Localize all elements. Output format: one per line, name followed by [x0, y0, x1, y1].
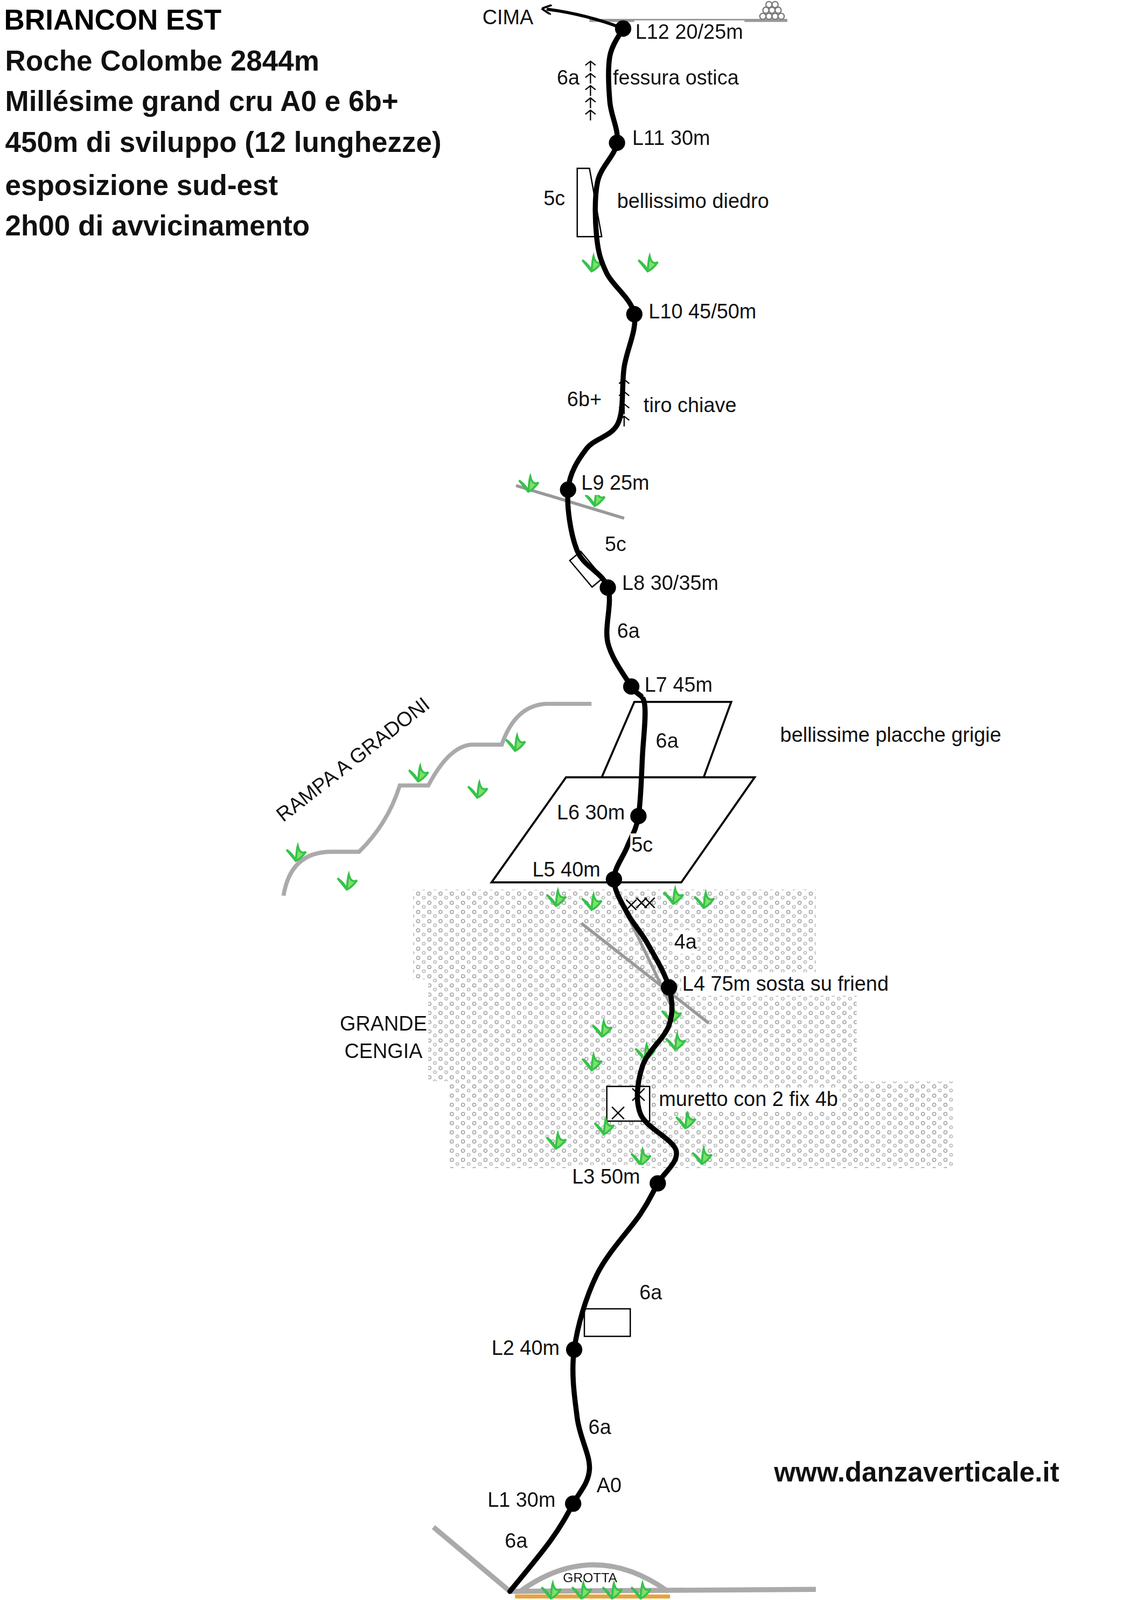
grass-tuft [286, 845, 306, 861]
topo-title: BRIANCON EST [4, 4, 222, 38]
route-label: 6a [503, 1529, 529, 1553]
grass-tuft [546, 1133, 567, 1149]
grass-tuft [468, 782, 488, 798]
route-label: 4a [673, 930, 698, 954]
belay-dot [630, 807, 647, 825]
grass-tufts [286, 255, 714, 1598]
belay-dot [605, 870, 623, 888]
feature-box [584, 1308, 631, 1336]
crack-stroke [585, 85, 596, 96]
crack-stroke [585, 73, 596, 84]
ground-line [433, 1526, 816, 1591]
grass-tuft [571, 1582, 592, 1598]
grass-tuft [505, 735, 526, 751]
route-label: 6a [587, 1415, 613, 1440]
belay-dot [626, 305, 643, 323]
crack-stroke [585, 110, 596, 121]
route-label: GROTTA [561, 1570, 619, 1586]
route-label: L12 20/25m [634, 20, 745, 45]
route-label: CIMA [481, 5, 535, 30]
route-label: 6b+ [566, 387, 603, 412]
topo-title: esposizione sud-est [4, 169, 280, 202]
route-label: 5c [630, 833, 654, 857]
route-label: 5c [603, 532, 628, 556]
route-label: bellissimo diedro [616, 189, 771, 214]
route-label: tiro chiave [642, 393, 738, 418]
route-label: L7 45m [643, 673, 714, 697]
topo-title: Roche Colombe 2844m [4, 44, 321, 78]
grass-tuft [594, 1118, 614, 1134]
route-label: L8 30/35m [620, 570, 720, 595]
route-label: www.danzaverticale.it [772, 1456, 1060, 1489]
route-label: bellissime placche grigie [779, 723, 1003, 747]
grass-tuft [664, 888, 684, 904]
grass-tuft [519, 476, 539, 492]
belay-dot [564, 1495, 582, 1512]
route-label: L11 30m [631, 126, 711, 151]
route-label: L10 45/50m [647, 299, 758, 324]
grass-tuft [541, 1582, 562, 1598]
belay-dot [608, 134, 625, 151]
route-label: 6a [616, 618, 641, 643]
grass-tuft [692, 1148, 712, 1164]
belay-dots [560, 20, 678, 1512]
grass-tuft [694, 892, 715, 908]
grass-tuft [638, 255, 658, 271]
crack-stroke [585, 98, 596, 109]
topo-title: 450m di sviluppo (12 lunghezze) [4, 126, 443, 160]
route-label: L9 25m [580, 471, 651, 495]
grass-tuft [631, 1582, 651, 1598]
grass-tuft [582, 894, 602, 910]
slab-outline [601, 701, 731, 778]
route-label: A0 [595, 1473, 623, 1498]
grass-tuft [666, 1034, 686, 1050]
route-label: L5 40m [531, 857, 602, 882]
route-label: 5c [542, 186, 567, 211]
belay-dot [660, 979, 677, 996]
route-label: L6 30m [555, 800, 626, 825]
crack-stroke [585, 61, 596, 72]
route-label: L4 75m sosta su friend [681, 972, 890, 996]
grass-tuft [408, 765, 429, 781]
route-label: L2 40m [490, 1336, 561, 1360]
belay-dot [623, 678, 640, 695]
route-label: GRANDE CENGIA [320, 1009, 446, 1065]
grass-tuft [675, 1112, 696, 1128]
grass-tuft [582, 1054, 602, 1070]
grass-tuft [602, 1582, 623, 1598]
topo-title: Millésime grand cru A0 e 6b+ [4, 85, 400, 119]
grass-tuft [337, 874, 358, 890]
belay-dot [649, 1174, 666, 1191]
slab-outline [491, 777, 756, 883]
route-label: fessura ostica [611, 66, 740, 90]
grass-tuft [546, 890, 567, 906]
belay-dot [566, 1341, 583, 1358]
belay-dot [615, 20, 632, 37]
ledge-texture [413, 889, 954, 1168]
topo-title: 2h00 di avvicinamento [4, 210, 312, 243]
route-label: 6a [638, 1280, 663, 1305]
route-label: L1 30m [486, 1488, 557, 1512]
belay-dot [599, 579, 616, 596]
route-label: muretto con 2 fix 4b [657, 1087, 839, 1112]
cairn [759, 1, 785, 20]
feature-box [569, 550, 604, 587]
bolt-x [626, 897, 655, 910]
grass-tuft [592, 1020, 612, 1036]
belay-dot [560, 481, 577, 498]
grass-tuft [631, 1149, 651, 1165]
route-label: RAMPA A GRADONI [270, 691, 436, 827]
route-label: 6a [654, 729, 680, 753]
summit-arrow [546, 9, 624, 29]
route-label: 6a [555, 66, 581, 90]
route-label: L3 50m [570, 1164, 641, 1189]
